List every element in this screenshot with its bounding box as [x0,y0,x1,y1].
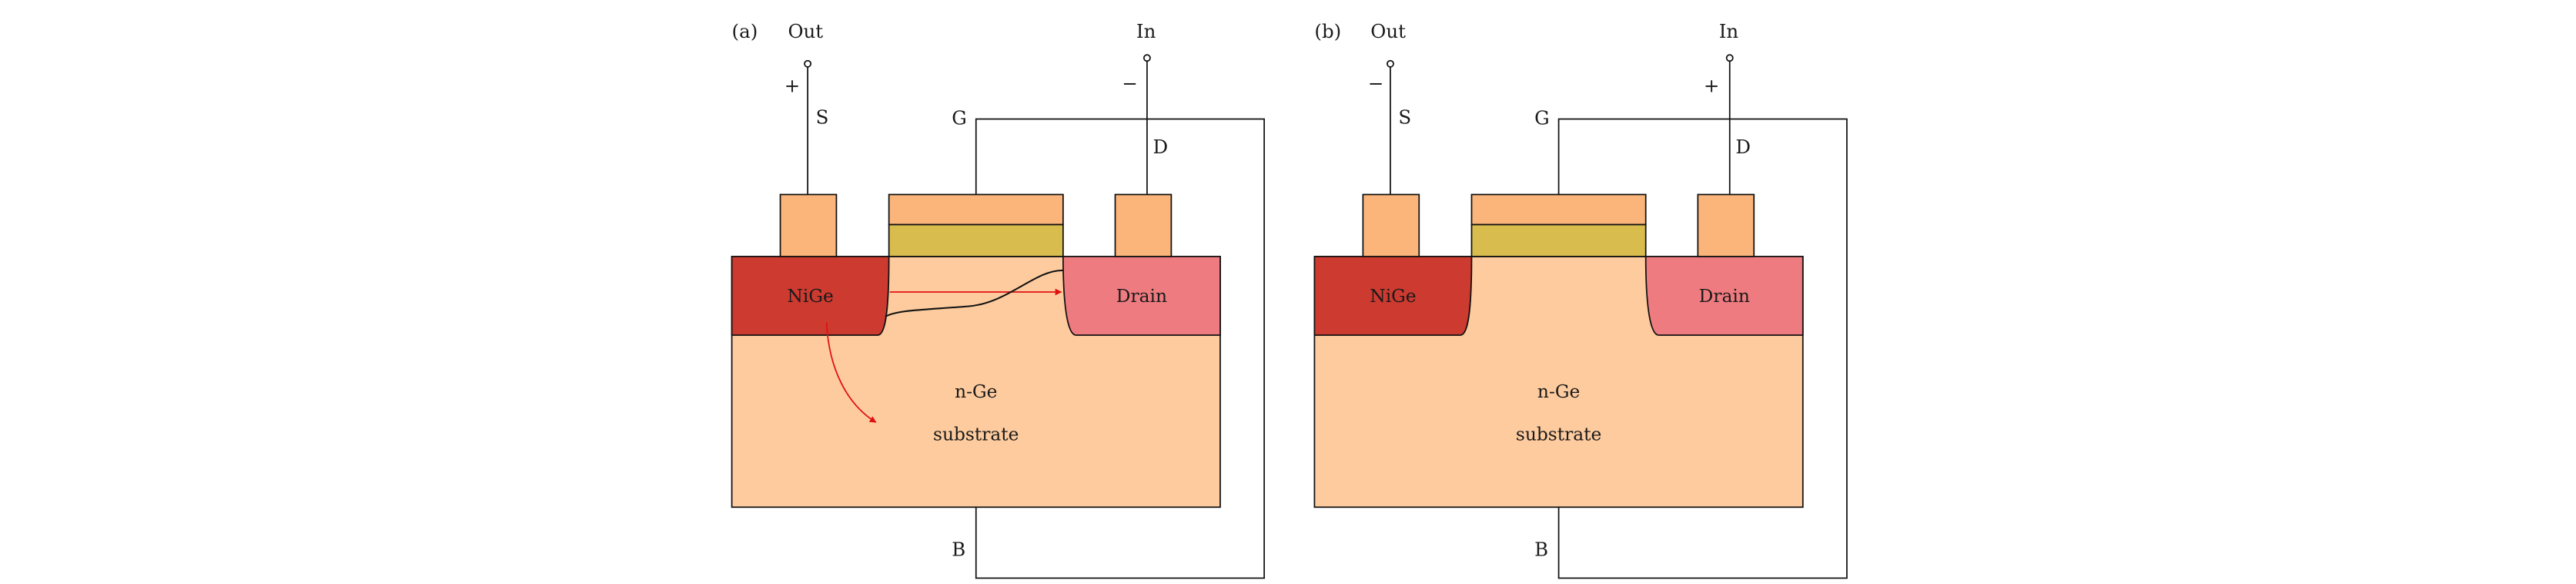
source-label: S [1398,106,1411,128]
gate-label: G [1534,107,1550,129]
gate-oxide [1470,223,1647,257]
leakage-current-arrow [825,322,877,423]
in-terminal[interactable] [1725,54,1734,62]
nige-label: NiGe [787,286,833,307]
gate-label: G [952,107,967,129]
in-polarity: + [1704,75,1720,97]
in-polarity: − [1122,72,1138,95]
drain-label: Drain [1699,286,1750,307]
substrate-label-2: substrate [1516,424,1601,445]
out-label: Out [788,20,823,42]
panel-label: (a) [732,20,758,42]
drain-terminal-label: D [1153,136,1168,158]
source-label: S [816,106,829,128]
drain-region [1062,256,1221,336]
out-terminal[interactable] [1386,59,1394,68]
gate-body-wire [1557,118,1848,579]
source-contact [1362,193,1420,257]
nige-label: NiGe [1370,286,1416,307]
out-polarity: − [1368,72,1384,95]
nige-source-region [1313,256,1473,336]
body-label: B [952,538,965,560]
drain-label: Drain [1116,286,1167,307]
in-label: In [1136,20,1156,42]
substrate-label-1: n-Ge [1537,381,1580,402]
panel-label: (b) [1314,20,1341,42]
in-label: In [1719,20,1739,42]
drain-contact [1114,193,1173,257]
source-contact [779,193,838,257]
out-label: Out [1370,20,1406,42]
gate-metal [1470,193,1647,226]
drain-contact [1697,193,1755,257]
out-terminal[interactable] [804,59,812,68]
gate-oxide [888,223,1064,257]
gate-body-wire [975,118,1265,579]
body-label: B [1534,538,1548,560]
gate-metal [888,193,1064,226]
drain-terminal-label: D [1735,136,1751,158]
current-arrows [825,269,1063,423]
panel-b: (b) Out In − + S G D B NiGe Drain n-Ge s… [1313,20,1848,579]
drain-region [1644,256,1804,336]
panel-a: (a) Out In + − S G D B NiGe Drain n-Ge s… [731,20,1265,579]
substrate-label-1: n-Ge [955,381,997,402]
in-terminal[interactable] [1142,54,1151,62]
nige-source-region [731,256,890,336]
band-profile-curve [885,269,1063,317]
out-polarity: + [785,75,801,97]
substrate-label-2: substrate [933,424,1019,445]
